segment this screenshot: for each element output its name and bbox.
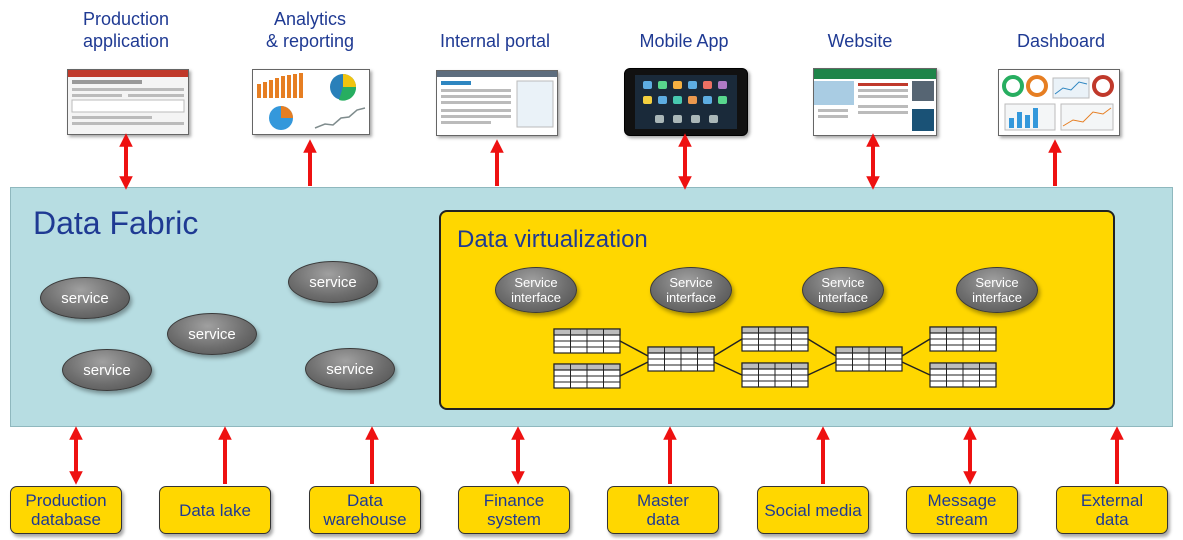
service-node: service xyxy=(305,348,395,390)
data-fabric-title: Data Fabric xyxy=(33,205,199,241)
top-arrows xyxy=(119,133,1062,190)
service-node: service xyxy=(288,261,378,303)
app-label-production: Production application xyxy=(82,9,170,51)
source-master-data: Master data xyxy=(607,486,719,534)
tablet-screenshot-icon xyxy=(624,68,748,136)
table-icon xyxy=(553,328,621,354)
table-icon xyxy=(647,346,715,372)
service-interface-node: Service interface xyxy=(650,267,732,313)
service-interface-node: Service interface xyxy=(956,267,1038,313)
production-app-screenshot-icon xyxy=(67,69,189,135)
source-external-data: External data xyxy=(1056,486,1168,534)
service-interface-node: Service interface xyxy=(495,267,577,313)
portal-screenshot-icon xyxy=(436,70,558,136)
website-screenshot-icon xyxy=(813,68,937,136)
service-node: service xyxy=(167,313,257,355)
source-data-warehouse: Data warehouse xyxy=(309,486,421,534)
bottom-arrows xyxy=(69,426,1124,485)
table-connectors xyxy=(619,338,931,377)
data-virtualization-title: Data virtualization xyxy=(457,226,648,253)
analytics-screenshot-icon xyxy=(252,69,370,135)
app-label-mobile: Mobile App xyxy=(639,31,729,51)
source-message-stream: Message stream xyxy=(906,486,1018,534)
table-icon xyxy=(741,326,809,352)
source-production-database: Production database xyxy=(10,486,122,534)
table-icon xyxy=(835,346,903,372)
dashboard-screenshot-icon xyxy=(998,69,1120,136)
app-label-website: Website xyxy=(827,31,893,51)
service-interface-node: Service interface xyxy=(802,267,884,313)
table-icon xyxy=(741,362,809,388)
app-label-portal: Internal portal xyxy=(439,31,551,51)
app-label-analytics: Analytics & reporting xyxy=(265,9,355,51)
table-icon xyxy=(929,326,997,352)
source-social-media: Social media xyxy=(757,486,869,534)
app-label-dashboard: Dashboard xyxy=(1016,31,1106,51)
service-node: service xyxy=(62,349,152,391)
source-data-lake: Data lake xyxy=(159,486,271,534)
table-icon xyxy=(929,362,997,388)
service-node: service xyxy=(40,277,130,319)
table-icon xyxy=(553,363,621,389)
source-finance-system: Finance system xyxy=(458,486,570,534)
